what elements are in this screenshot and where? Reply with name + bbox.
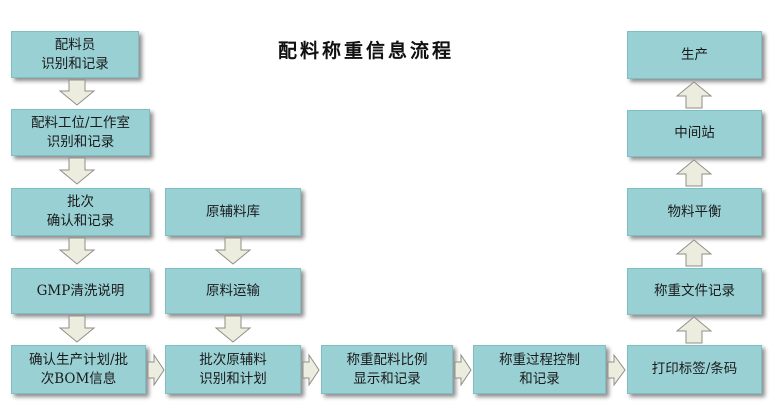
node-batch-confirm: 批次 确认和记录 [11,188,150,236]
arrow-down-icon [58,237,96,265]
node-intermediate-station: 中间站 [627,110,762,157]
node-gmp-cleaning: GMP清洗说明 [11,268,150,314]
arrow-down-icon [214,315,252,343]
arrow-up-icon [675,159,713,187]
node-weigh-file: 称重文件记录 [627,268,762,315]
node-raw-store: 原辅料库 [165,188,301,236]
arrow-right-icon [454,353,472,387]
node-confirm-plan: 确认生产计划/批 次BOM信息 [11,345,146,394]
node-label: 物料平衡 [667,203,722,220]
arrow-down-icon [58,79,96,106]
node-dispenser-id: 配料员 识别和记录 [11,31,139,78]
node-workstation-id: 配料工位/工作室 识别和记录 [11,109,150,156]
arrow-down-icon [58,157,96,185]
node-label: 原料运输 [206,282,260,299]
arrow-up-icon [675,239,713,267]
arrow-right-icon [147,353,165,387]
arrow-up-icon [675,81,713,109]
arrow-down-icon [214,237,252,265]
node-print-label: 打印标签/条码 [627,345,762,394]
node-label: 配料工位/工作室 识别和记录 [30,114,131,150]
node-label: 批次原辅料 识别和计划 [199,351,267,387]
node-material-balance: 物料平衡 [627,188,762,236]
node-raw-transport: 原料运输 [165,268,301,314]
arrow-right-icon [302,353,320,387]
node-label: 批次 确认和记录 [46,194,115,229]
node-label: 配料员 识别和记录 [41,36,109,72]
node-label: 确认生产计划/批 次BOM信息 [28,351,129,387]
diagram-title: 配料称重信息流程 [278,40,455,62]
node-process-control: 称重过程控制 和记录 [473,345,606,394]
node-label: GMP清洗说明 [36,282,125,299]
node-ratio-display: 称重配料比例 显示和记录 [321,345,453,394]
node-label: 中间站 [674,125,715,141]
node-label: 称重配料比例 显示和记录 [346,351,428,387]
node-label: 原辅料库 [206,203,260,220]
node-batch-raw-plan: 批次原辅料 识别和计划 [165,345,301,394]
arrow-up-icon [675,316,713,344]
node-label: 生产 [681,46,708,63]
node-label: 称重过程控制 和记录 [499,351,580,387]
node-label: 打印标签/条码 [651,361,738,377]
arrow-right-icon [607,353,626,387]
node-label: 称重文件记录 [654,283,735,299]
arrow-down-icon [58,315,96,343]
node-production: 生产 [627,31,762,79]
